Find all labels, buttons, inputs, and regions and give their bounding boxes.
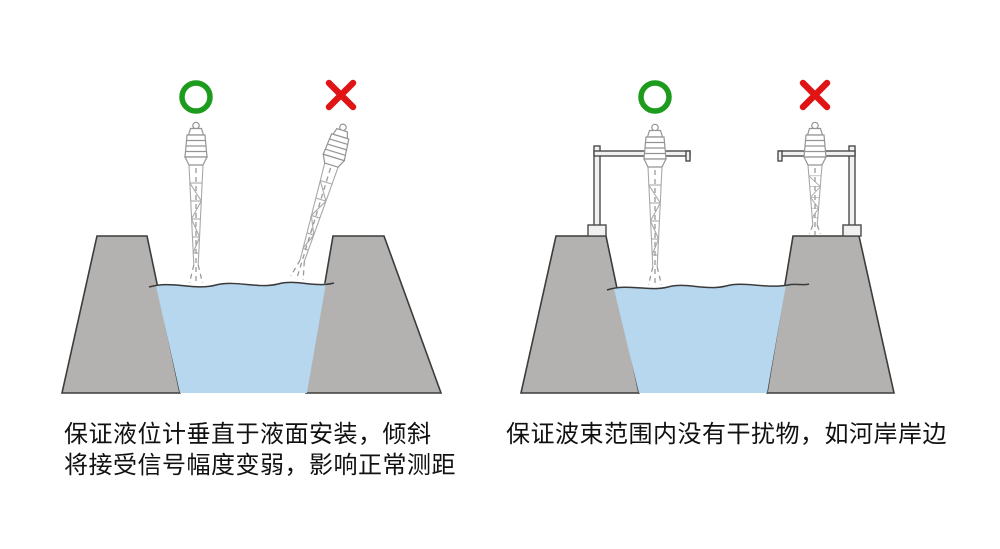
left-caption-line2: 将接受信号幅度变弱，影响正常测距 [64,452,456,479]
mount-bracket-left [587,145,691,237]
water [156,282,326,393]
water [614,284,786,393]
left-caption-line1: 保证液位计垂直于液面安装，倾斜 [64,421,432,448]
left-caption: 保证液位计垂直于液面安装，倾斜 将接受信号幅度变弱，影响正常测距 [64,419,456,481]
correct-mark-icon [179,80,213,114]
right-bank [766,235,895,394]
right-scene [520,79,895,394]
right-bank [305,235,443,394]
sensor-bracket-wrong [803,121,827,235]
wrong-mark-icon [325,79,357,111]
right-caption: 保证波束范围内没有干扰物，如河岸岸边 [506,421,947,448]
correct-mark-icon [638,80,672,114]
sensor-vertical-correct [184,121,208,285]
sensor-bracket-correct [643,123,667,287]
water-surface-line [148,281,335,288]
wrong-mark-icon [799,79,831,111]
water-surface-line [606,283,810,291]
left-bank [61,235,181,394]
left-scene [61,79,443,394]
